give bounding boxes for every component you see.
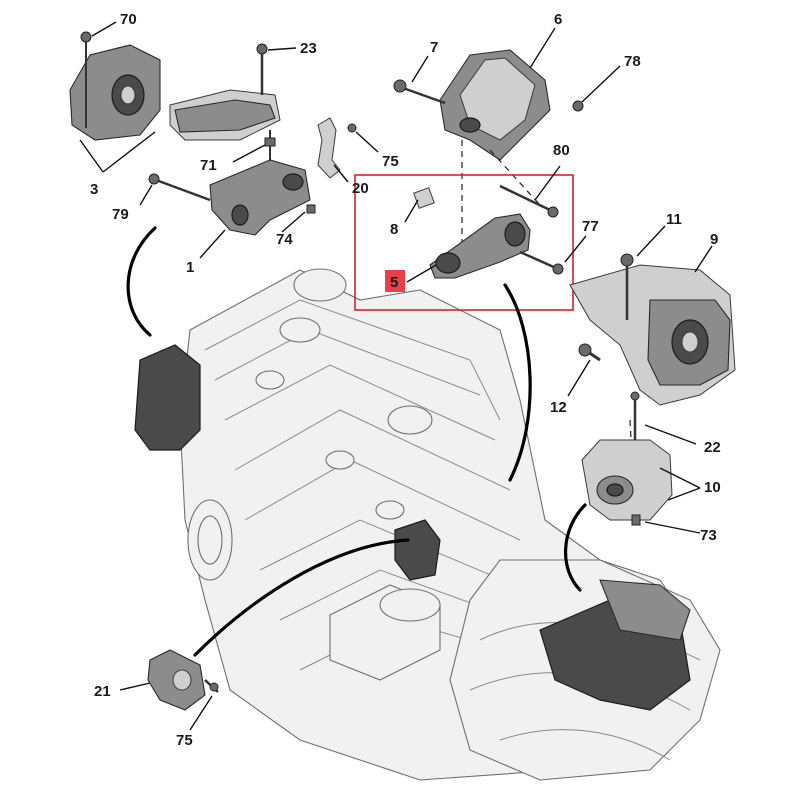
callout-75-top: 75: [382, 153, 399, 170]
callout-3: 3: [90, 181, 98, 198]
callout-20: 20: [352, 180, 369, 197]
part-20-clip: [317, 117, 341, 179]
bolt-75-top: [347, 123, 357, 133]
callout-1: 1: [186, 259, 194, 276]
assembly-line-6b: [489, 149, 541, 206]
bolt-75-bottom: [204, 679, 219, 693]
highlight-box: [354, 174, 574, 311]
part-9-mount: [569, 264, 736, 406]
part-8-bushing: [413, 187, 435, 209]
callout-75-bottom: 75: [176, 732, 193, 749]
left-mount-on-engine: [134, 344, 201, 451]
callout-79: 79: [112, 206, 129, 223]
curve-bracket-21: [193, 538, 410, 657]
nut-74: [306, 204, 316, 214]
callout-labels: 70 23 3 71 79 1 74 75 20 7 6 78 80 8 77 …: [90, 11, 721, 749]
nut-73: [631, 514, 641, 526]
callout-11: 11: [666, 211, 682, 228]
nut-78: [572, 100, 584, 112]
callout-9: 9: [710, 231, 718, 248]
bolt-70: [80, 31, 92, 128]
gearbox-mount-bracket: [599, 579, 691, 641]
center-bracket-on-engine: [394, 519, 441, 581]
bolt-22: [630, 391, 640, 445]
bolt-77: [519, 250, 564, 275]
callout-23: 23: [300, 40, 317, 57]
callout-77: 77: [582, 218, 599, 235]
callout-7: 7: [430, 39, 438, 56]
callout-8: 8: [390, 221, 398, 238]
callout-12: 12: [550, 399, 567, 416]
callout-5: 5: [390, 274, 398, 291]
callout-71: 71: [200, 157, 217, 174]
part-21-bracket: [147, 649, 206, 711]
highlight-marker-5: [385, 270, 405, 292]
callout-6: 6: [554, 11, 562, 28]
callout-22: 22: [704, 439, 721, 456]
bolt-71: [264, 130, 276, 160]
callout-73: 73: [700, 527, 717, 544]
part-3-mount: [69, 44, 161, 141]
leader-lines: [79, 21, 713, 731]
bolt-12: [578, 343, 601, 362]
callout-10: 10: [704, 479, 721, 496]
callout-78: 78: [624, 53, 641, 70]
curve-torque-rod: [503, 283, 532, 482]
bolt-11: [620, 253, 634, 320]
bolt-23: [256, 43, 268, 95]
part-23-arm: [169, 89, 281, 141]
part-1-bracket: [209, 159, 311, 236]
assembly-line-10: [629, 419, 636, 521]
part-6-bracket: [439, 49, 551, 161]
bolt-79: [148, 173, 211, 202]
part-10-lower-mount: [581, 439, 673, 521]
curve-gearbox-mount: [563, 503, 587, 592]
curve-left-mount: [126, 226, 157, 337]
callout-80: 80: [553, 142, 570, 159]
bolt-7: [393, 79, 446, 105]
part-5-torque-rod: [429, 213, 531, 279]
callout-74: 74: [276, 231, 293, 248]
callout-21: 21: [94, 683, 111, 700]
callout-70: 70: [120, 11, 137, 28]
bolt-80: [499, 184, 559, 218]
